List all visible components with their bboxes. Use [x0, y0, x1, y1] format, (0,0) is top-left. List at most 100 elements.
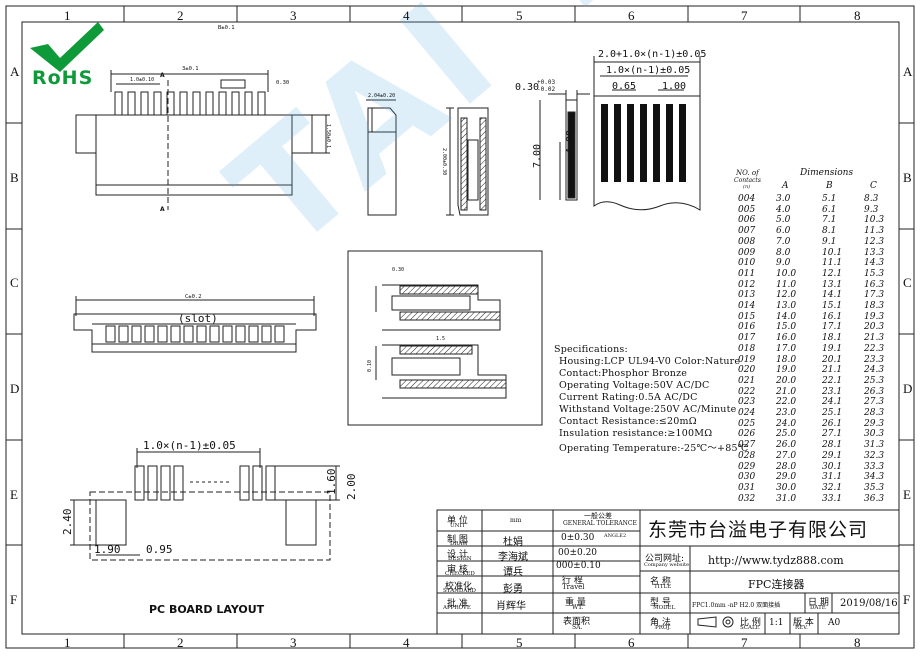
tb-unit-value: mm	[510, 517, 522, 524]
tb-model-value: FPC1.0mm -nP H2.0 双面接插	[692, 602, 781, 609]
tb-design-value: 李海斌	[498, 552, 528, 563]
section-view	[446, 107, 489, 216]
table-cell: 027	[738, 440, 756, 451]
tb-date-label: 日 期	[808, 598, 829, 608]
table-cell: 026	[738, 429, 756, 440]
table-cell: 14.0	[776, 311, 797, 322]
table-cell: 022	[738, 386, 756, 397]
table-cell: 26.0	[776, 440, 797, 451]
table-cell: 31.1	[822, 472, 843, 483]
front-view	[73, 296, 317, 353]
tb-date-label-en: DATE	[810, 605, 826, 611]
table-cell: 020	[738, 365, 756, 376]
table-cell: 12.0	[776, 290, 797, 301]
fpc-dim-thick-plus: +0.03	[537, 79, 556, 86]
pcb-dim-200: 2.00	[345, 473, 358, 501]
tb-check-value: 谭兵	[503, 567, 523, 578]
table-cell: 12.3	[864, 236, 885, 247]
table-cell: 9.3	[864, 204, 879, 215]
table-cell: 31.3	[864, 440, 885, 451]
table-cell: 8.1	[822, 226, 837, 237]
table-cell: 26.3	[864, 386, 885, 397]
fpc-strip	[539, 56, 701, 211]
top-view	[75, 70, 330, 210]
table-cell: 012	[738, 279, 756, 290]
tb-projection-label-en: PROJ.	[655, 625, 671, 631]
side-dim-width: 2.04±0.20	[368, 93, 396, 99]
table-cell: 9.0	[776, 258, 791, 269]
table-cell: 5.1	[822, 194, 837, 204]
table-cell: 22.1	[822, 375, 843, 386]
tb-unit-label: 单 位	[447, 516, 468, 526]
tb-surface-label-en: SA.	[572, 624, 583, 631]
table-cell: 016	[738, 322, 756, 333]
table-cell: 31.0	[776, 493, 797, 504]
table-cell: 10.3	[864, 215, 885, 226]
table-cell: 19.1	[822, 343, 843, 354]
table-cell: 015	[738, 311, 756, 322]
tb-model-label: 型 号	[650, 598, 671, 608]
table-cell: 3.0	[776, 194, 791, 204]
table-cell: 029	[738, 461, 756, 472]
section-dim-15: 1.5	[436, 336, 446, 342]
tb-scale-value: 1:1	[769, 618, 784, 628]
tb-unit-label-en: UNIT	[450, 523, 466, 529]
table-cell: 11.0	[776, 279, 797, 290]
table-cell: 13.1	[822, 279, 843, 290]
table-cell: 27.3	[864, 397, 885, 408]
table-cell: 18.1	[822, 333, 843, 344]
dim-b-label: B±0.1	[218, 25, 235, 31]
spec-line: Withstand Voltage:250V AC/Minute	[559, 404, 737, 415]
tb-website-value[interactable]: http://www.tydz888.com	[708, 554, 844, 567]
tb-std-label-en: STANDARD	[443, 588, 476, 594]
table-cell: 18.3	[864, 301, 885, 311]
tb-draw-label: 制 图	[447, 535, 468, 545]
table-cell: 6.1	[822, 204, 837, 215]
table-cell: 26.1	[822, 418, 843, 429]
pcb-dim-pitch: 1.0×(n-1)±0.05	[143, 439, 236, 452]
front-dim-c: C±0.2	[185, 294, 202, 300]
pcb-dim-240: 2.40	[61, 508, 74, 536]
table-cell: 15.0	[776, 322, 797, 333]
table-cell: 11.3	[864, 226, 885, 237]
spec-line: Current Rating:0.5A AC/DC	[559, 392, 698, 403]
table-cell: 30.3	[864, 429, 885, 440]
table-cell: 19.3	[864, 311, 885, 322]
table-cell: 8.3	[864, 194, 879, 204]
fpc-dim-400: 4.00	[565, 129, 576, 154]
tb-date-value: 2019/08/16	[840, 598, 898, 609]
table-cell: 019	[738, 354, 756, 365]
table-cell: 18.0	[776, 354, 797, 365]
table-cell: 009	[738, 247, 756, 258]
spec-line: Contact:Phosphor Bronze	[559, 368, 688, 379]
table-cell: 30.1	[822, 461, 843, 472]
table-cell: 14.3	[864, 258, 885, 269]
table-cell: 025	[738, 418, 756, 429]
pcb-dim-160: 1.60	[325, 468, 338, 496]
table-cell: 29.0	[776, 472, 797, 483]
projection-symbol-icon	[697, 616, 734, 628]
table-cell: 13.3	[864, 247, 885, 258]
table-cell: 7.1	[822, 215, 837, 226]
table-cell: 21.0	[776, 386, 797, 397]
tb-draw-label-en: DRAW	[450, 541, 468, 547]
table-cell: 29.1	[822, 450, 843, 461]
spec-line: Insulation resistance:≥100MΩ	[559, 428, 713, 439]
table-header-n1: NO. of	[736, 169, 759, 177]
table-cell: 021	[738, 375, 756, 386]
table-cell: 19.0	[776, 365, 797, 376]
dim-height-label: 1.50±0.1	[325, 124, 331, 149]
table-cell: 25.3	[864, 375, 885, 386]
rohs-check-icon	[30, 22, 104, 72]
tb-projection-label: 角 法	[650, 618, 671, 628]
